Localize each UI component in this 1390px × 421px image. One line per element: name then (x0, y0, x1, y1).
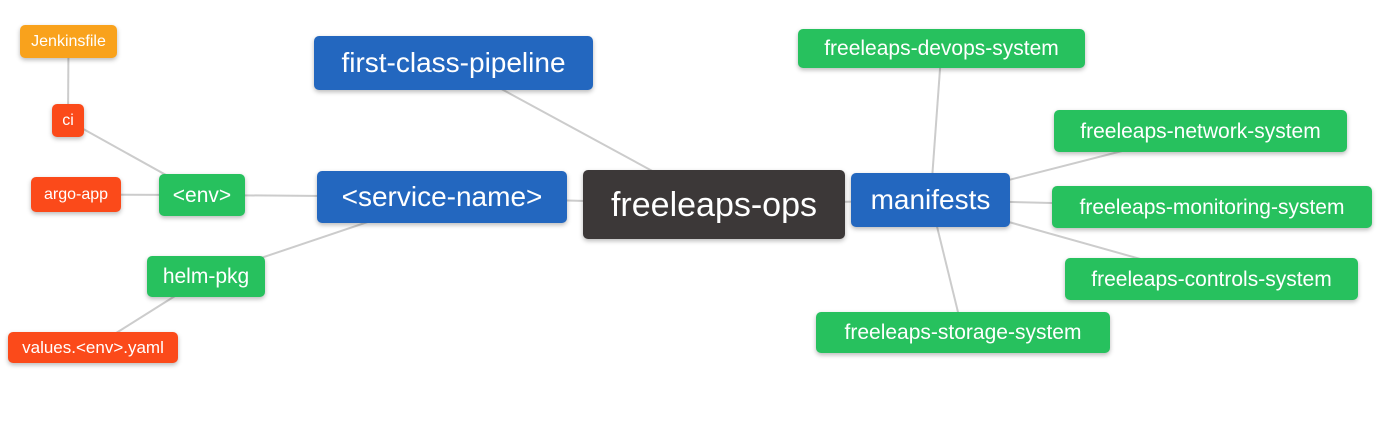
node-manifests[interactable]: manifests (851, 173, 1010, 227)
node-argo-app[interactable]: argo-app (31, 177, 121, 212)
node-env[interactable]: <env> (159, 174, 245, 216)
node-helm-pkg[interactable]: helm-pkg (147, 256, 265, 297)
node-freeleaps-storage-system[interactable]: freeleaps-storage-system (816, 312, 1110, 353)
node-first-class-pipeline[interactable]: first-class-pipeline (314, 36, 593, 90)
node-service-name[interactable]: <service-name> (317, 171, 567, 223)
node-ci[interactable]: ci (52, 104, 84, 137)
node-freeleaps-monitoring-system[interactable]: freeleaps-monitoring-system (1052, 186, 1372, 228)
node-freeleaps-network-system[interactable]: freeleaps-network-system (1054, 110, 1347, 152)
node-values-env-yaml[interactable]: values.<env>.yaml (8, 332, 178, 363)
node-freeleaps-devops-system[interactable]: freeleaps-devops-system (798, 29, 1085, 68)
node-freeleaps-ops[interactable]: freeleaps-ops (583, 170, 845, 239)
node-jenkinsfile[interactable]: Jenkinsfile (20, 25, 117, 58)
node-freeleaps-controls-system[interactable]: freeleaps-controls-system (1065, 258, 1358, 300)
